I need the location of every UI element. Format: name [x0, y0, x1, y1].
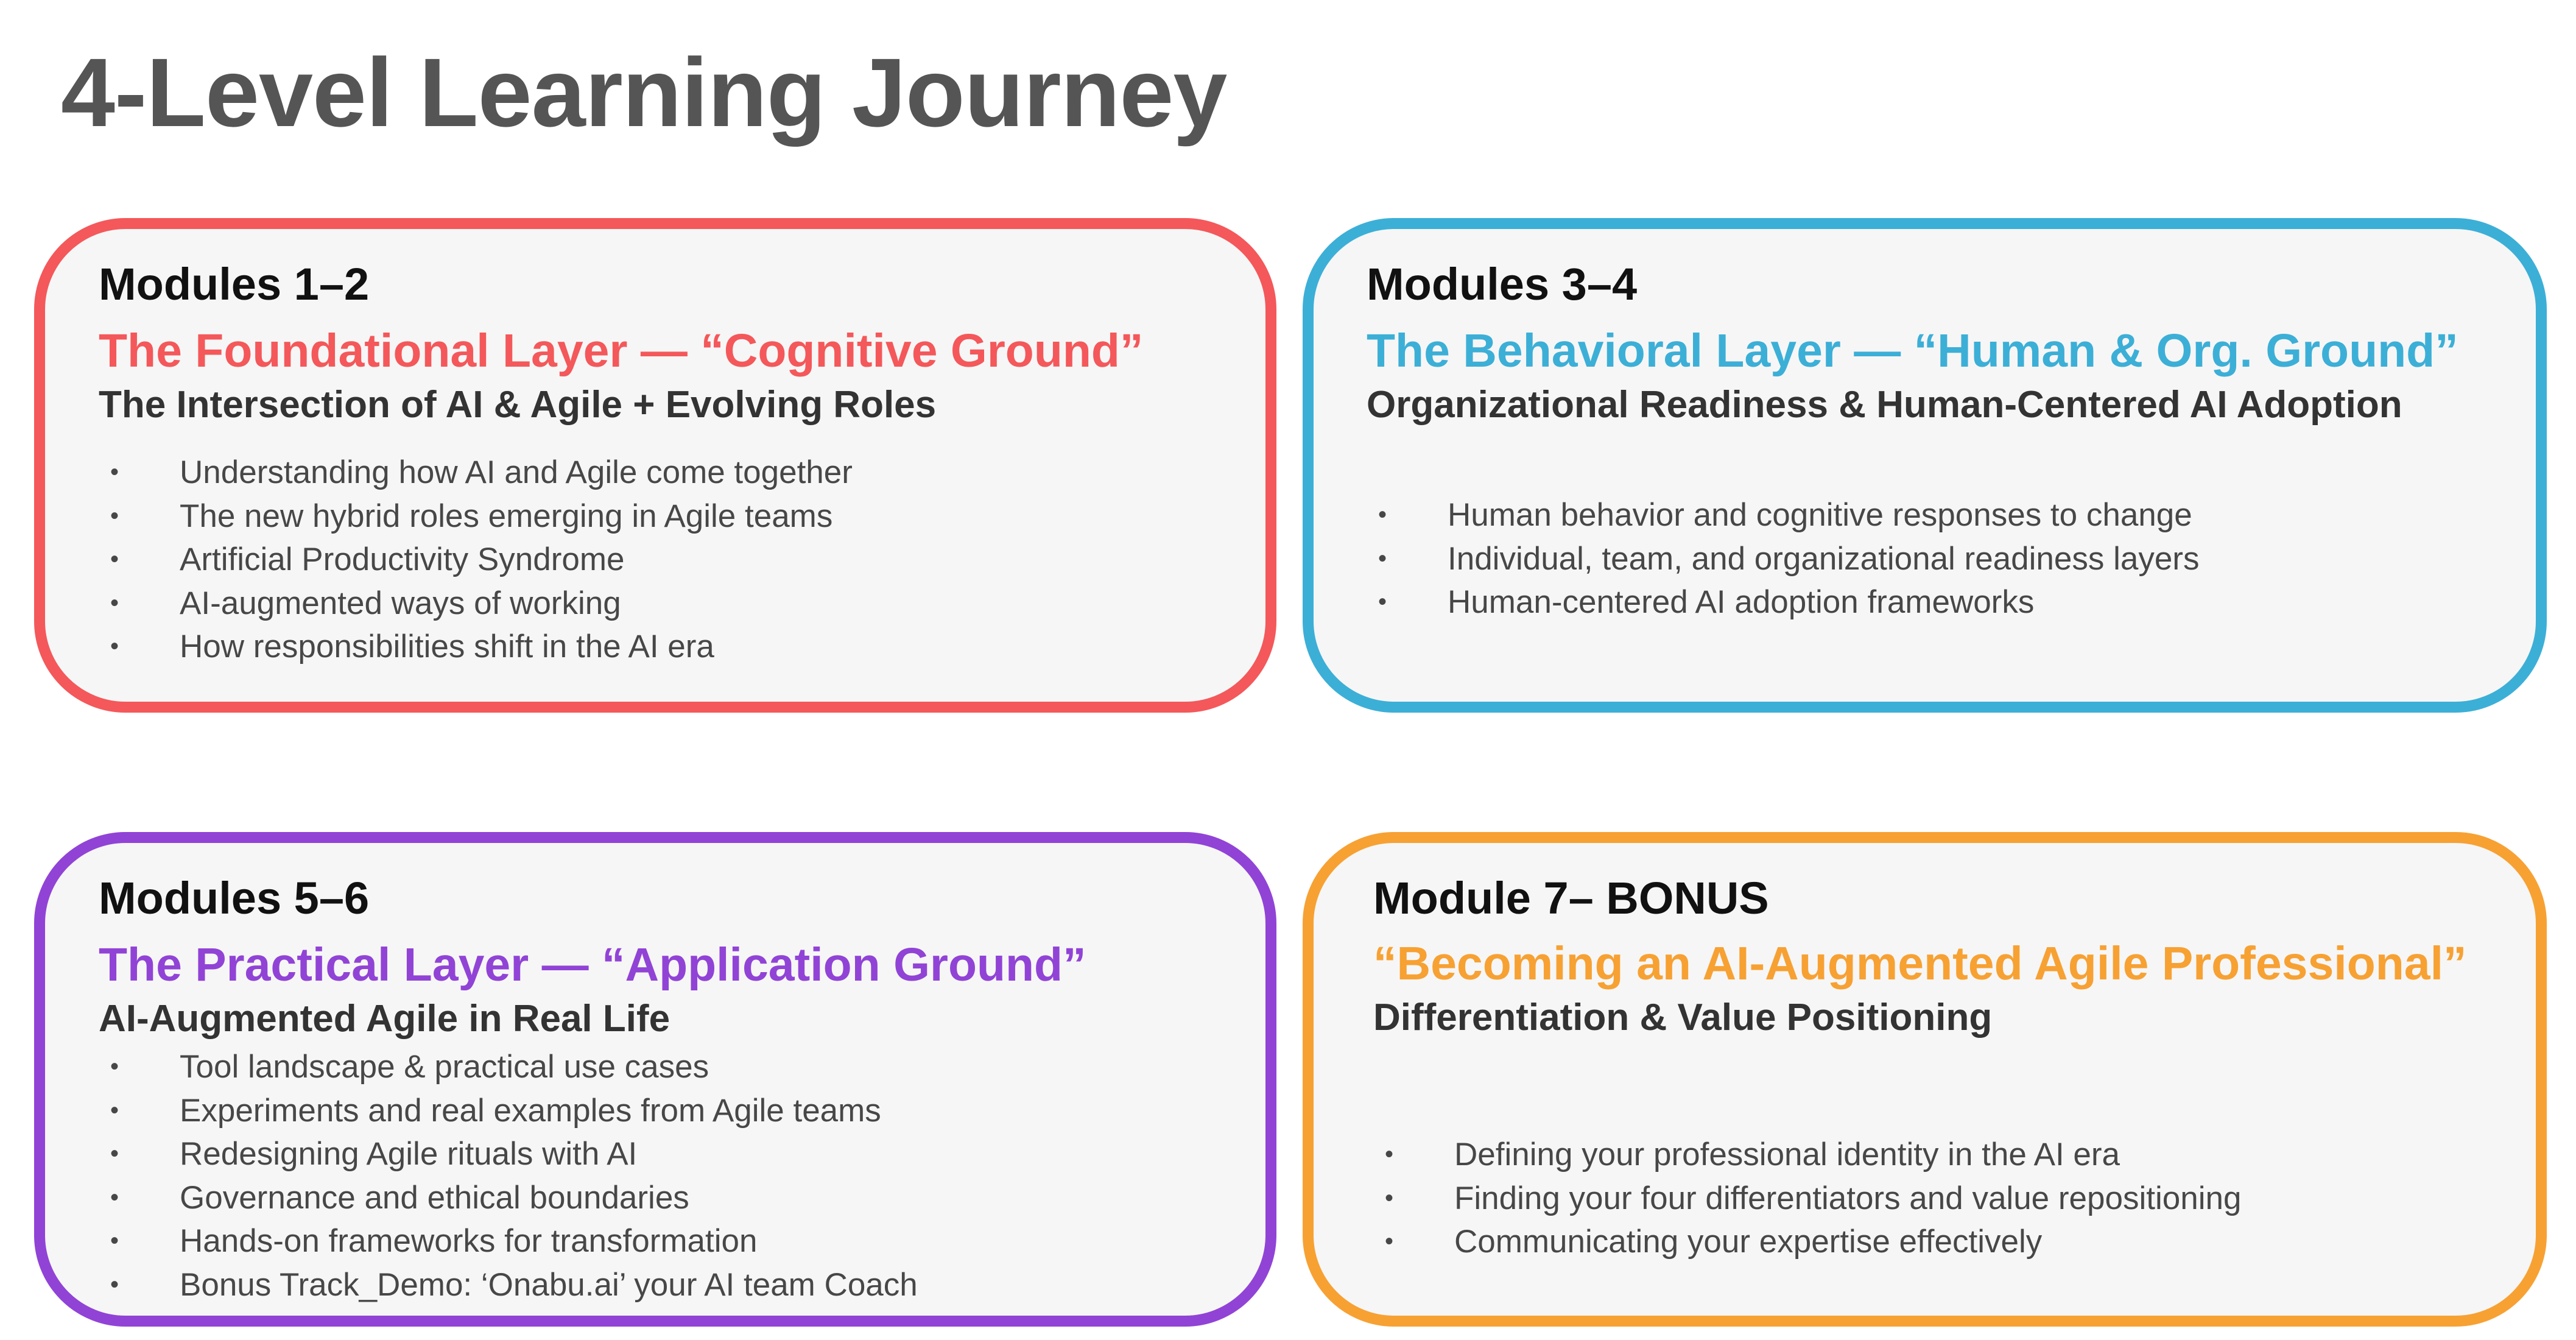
- topic-text: Bonus Track_Demo: ‘Onabu.ai’ your AI tea…: [180, 1266, 918, 1303]
- card-content: Modules 3–4 The Behavioral Layer — “Huma…: [1367, 259, 2511, 689]
- topic-list-item: • Individual, team, and organizational re…: [1367, 537, 2511, 581]
- topic-list: • Understanding how AI and Agile come tog…: [99, 451, 1241, 669]
- bullet-icon: •: [110, 633, 119, 660]
- topic-text: AI-augmented ways of working: [180, 585, 621, 621]
- topic-list-item: • Human-centered AI adoption frameworks: [1367, 580, 2511, 624]
- topic-text: Artificial Productivity Syndrome: [180, 541, 625, 578]
- bullet-icon: •: [1384, 1184, 1393, 1211]
- card-content: Module 7– BONUS “Becoming an AI-Augmente…: [1373, 873, 2511, 1303]
- topic-text: How responsibilities shift in the AI era: [180, 629, 714, 665]
- bullet-icon: •: [1378, 588, 1387, 616]
- topic-list-item: • Tool landscape & practical use cases: [99, 1045, 1241, 1089]
- bullet-icon: •: [110, 589, 119, 616]
- topic-text: Understanding how AI and Agile come toge…: [180, 454, 853, 491]
- topic-text: The new hybrid roles emerging in Agile t…: [180, 498, 833, 534]
- topic-list-item: • Communicating your expertise effectivel…: [1373, 1220, 2511, 1264]
- bullet-icon: •: [110, 459, 119, 486]
- bullet-icon: •: [1384, 1228, 1393, 1255]
- topic-list-item: • Finding your four differentiators and v…: [1373, 1177, 2511, 1221]
- bullet-icon: •: [110, 546, 119, 573]
- topic-text: Human behavior and cognitive responses t…: [1448, 497, 2192, 534]
- bullet-icon: •: [110, 1183, 119, 1211]
- topic-list: • Human behavior and cognitive responses …: [1367, 493, 2511, 624]
- bullet-icon: •: [1378, 545, 1387, 572]
- card-behavioral-layer: Modules 3–4 The Behavioral Layer — “Huma…: [1303, 218, 2547, 713]
- topic-text: Communicating your expertise effectively: [1454, 1224, 2043, 1260]
- topic-text: Governance and ethical boundaries: [180, 1179, 689, 1216]
- layer-title: The Practical Layer — “Application Groun…: [99, 939, 1086, 992]
- topic-text: Defining your professional identity in t…: [1454, 1137, 2120, 1173]
- layer-subtitle: The Intersection of AI & Agile + Evolvin…: [99, 383, 937, 426]
- topic-text: Experiments and real examples from Agile…: [180, 1092, 881, 1129]
- topic-list-item: • The new hybrid roles emerging in Agile …: [99, 495, 1241, 538]
- topic-list-item: • Human behavior and cognitive responses …: [1367, 493, 2511, 537]
- topic-list-item: • How responsibilities shift in the AI er…: [99, 625, 1241, 669]
- topic-list-item: • Hands-on frameworks for transformation: [99, 1219, 1241, 1263]
- bullet-icon: •: [1384, 1141, 1393, 1168]
- layer-subtitle: AI-Augmented Agile in Real Life: [99, 997, 670, 1040]
- topic-list-item: • Experiments and real examples from Agil…: [99, 1089, 1241, 1133]
- topic-list-item: • Redesigning Agile rituals with AI: [99, 1132, 1241, 1176]
- topic-text: Human-centered AI adoption frameworks: [1448, 584, 2035, 621]
- slide-title: 4-Level Learning Journey: [61, 38, 1227, 147]
- topic-text: Individual, team, and organizational rea…: [1448, 540, 2200, 577]
- card-bonus-module: Module 7– BONUS “Becoming an AI-Augmente…: [1303, 832, 2547, 1327]
- topic-text: Hands-on frameworks for transformation: [180, 1223, 758, 1260]
- bullet-icon: •: [110, 1271, 119, 1298]
- topic-list-item: • Bonus Track_Demo: ‘Onabu.ai’ your AI te…: [99, 1263, 1241, 1307]
- module-range-label: Module 7– BONUS: [1373, 873, 1769, 923]
- module-range-label: Modules 3–4: [1367, 259, 1638, 309]
- layer-title: The Foundational Layer — “Cognitive Grou…: [99, 325, 1144, 378]
- layer-subtitle: Organizational Readiness & Human-Centere…: [1367, 383, 2402, 426]
- layer-title: The Behavioral Layer — “Human & Org. Gro…: [1367, 325, 2458, 378]
- card-content: Modules 5–6 The Practical Layer — “Appli…: [99, 873, 1241, 1303]
- bullet-icon: •: [110, 1096, 119, 1124]
- module-range-label: Modules 1–2: [99, 259, 370, 309]
- topic-list-item: • Artificial Productivity Syndrome: [99, 538, 1241, 582]
- module-range-label: Modules 5–6: [99, 873, 370, 923]
- layer-subtitle: Differentiation & Value Positioning: [1373, 996, 1993, 1038]
- bullet-icon: •: [110, 1053, 119, 1081]
- topic-list-item: • Defining your professional identity in …: [1373, 1133, 2511, 1177]
- bullet-icon: •: [110, 502, 119, 529]
- bullet-icon: •: [110, 1227, 119, 1255]
- topic-text: Finding your four differentiators and va…: [1454, 1180, 2242, 1216]
- card-foundational-layer: Modules 1–2 The Foundational Layer — “Co…: [34, 218, 1276, 713]
- topic-list: • Defining your professional identity in …: [1373, 1133, 2511, 1264]
- bullet-icon: •: [1378, 501, 1387, 529]
- topic-text: Redesigning Agile rituals with AI: [180, 1136, 638, 1172]
- topic-list-item: • AI-augmented ways of working: [99, 582, 1241, 626]
- topic-list-item: • Governance and ethical boundaries: [99, 1176, 1241, 1220]
- topic-text: Tool landscape & practical use cases: [180, 1049, 709, 1085]
- layer-title: “Becoming an AI-Augmented Agile Professi…: [1373, 937, 2467, 990]
- bullet-icon: •: [110, 1140, 119, 1168]
- topic-list: • Tool landscape & practical use cases • E…: [99, 1045, 1241, 1306]
- topic-list-item: • Understanding how AI and Agile come tog…: [99, 451, 1241, 495]
- card-practical-layer: Modules 5–6 The Practical Layer — “Appli…: [34, 832, 1276, 1327]
- card-content: Modules 1–2 The Foundational Layer — “Co…: [99, 259, 1241, 689]
